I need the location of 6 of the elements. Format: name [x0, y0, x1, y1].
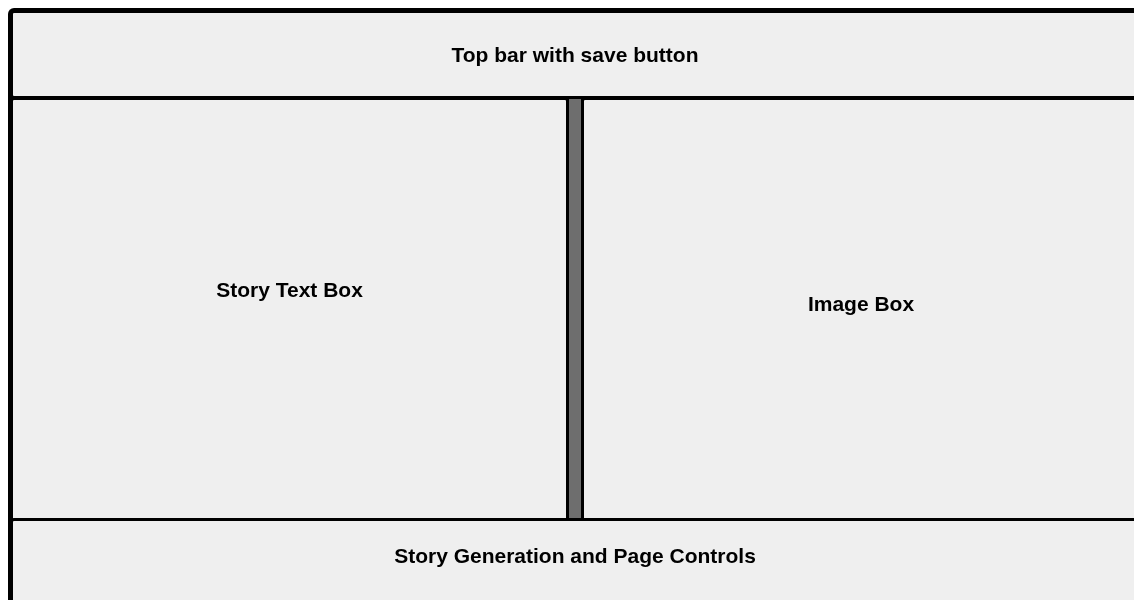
controls-bar — [10, 518, 1134, 600]
panel-title: Image Box — [807, 291, 915, 316]
top-bar — [10, 10, 1134, 99]
bar-title: Top bar with save button — [451, 42, 699, 67]
bar-title: Story Generation and Page Controls — [394, 544, 756, 568]
panel-title: Story Text Box — [216, 277, 363, 302]
